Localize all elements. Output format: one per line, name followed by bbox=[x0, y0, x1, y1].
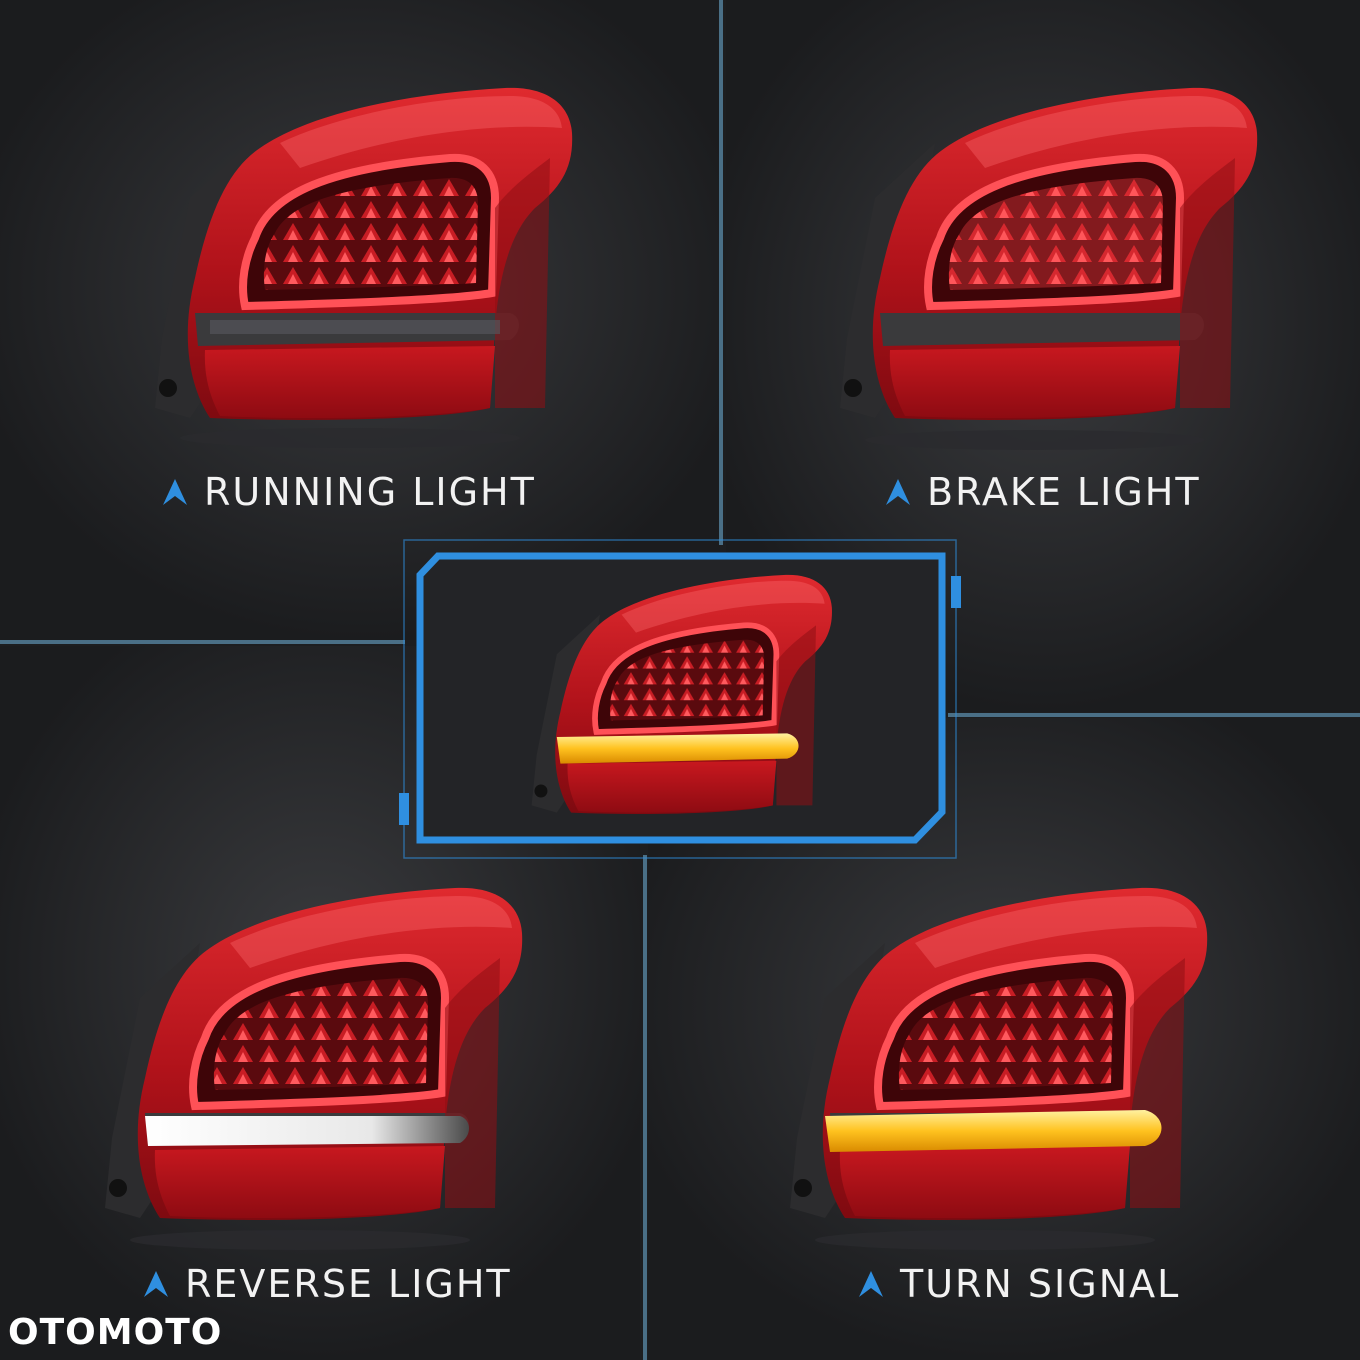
lamp-reverse-light bbox=[105, 888, 522, 1220]
label-turn-signal-text: TURN SIGNAL bbox=[900, 1262, 1181, 1306]
label-running-light-text: RUNNING LIGHT bbox=[204, 470, 536, 514]
lamp-reflections bbox=[130, 428, 1205, 1250]
label-reverse-light: REVERSE LIGHT bbox=[143, 1262, 512, 1306]
lamp-brake-light bbox=[840, 88, 1257, 420]
label-reverse-light-text: REVERSE LIGHT bbox=[185, 1262, 512, 1306]
chevron-up-icon bbox=[144, 1271, 168, 1297]
brand-watermark: OTOMOTO bbox=[8, 1312, 223, 1353]
label-brake-light: BRAKE LIGHT bbox=[885, 470, 1201, 514]
label-brake-light-text: BRAKE LIGHT bbox=[927, 470, 1201, 514]
lamp-running-light bbox=[155, 88, 572, 420]
lamp-turn-signal bbox=[790, 888, 1207, 1220]
label-running-light: RUNNING LIGHT bbox=[162, 470, 536, 514]
label-turn-signal: TURN SIGNAL bbox=[858, 1262, 1180, 1306]
chevron-up-icon bbox=[859, 1271, 883, 1297]
chevron-up-icon bbox=[886, 479, 910, 505]
chevron-up-icon bbox=[163, 479, 187, 505]
lamp-center-turn bbox=[532, 575, 832, 814]
